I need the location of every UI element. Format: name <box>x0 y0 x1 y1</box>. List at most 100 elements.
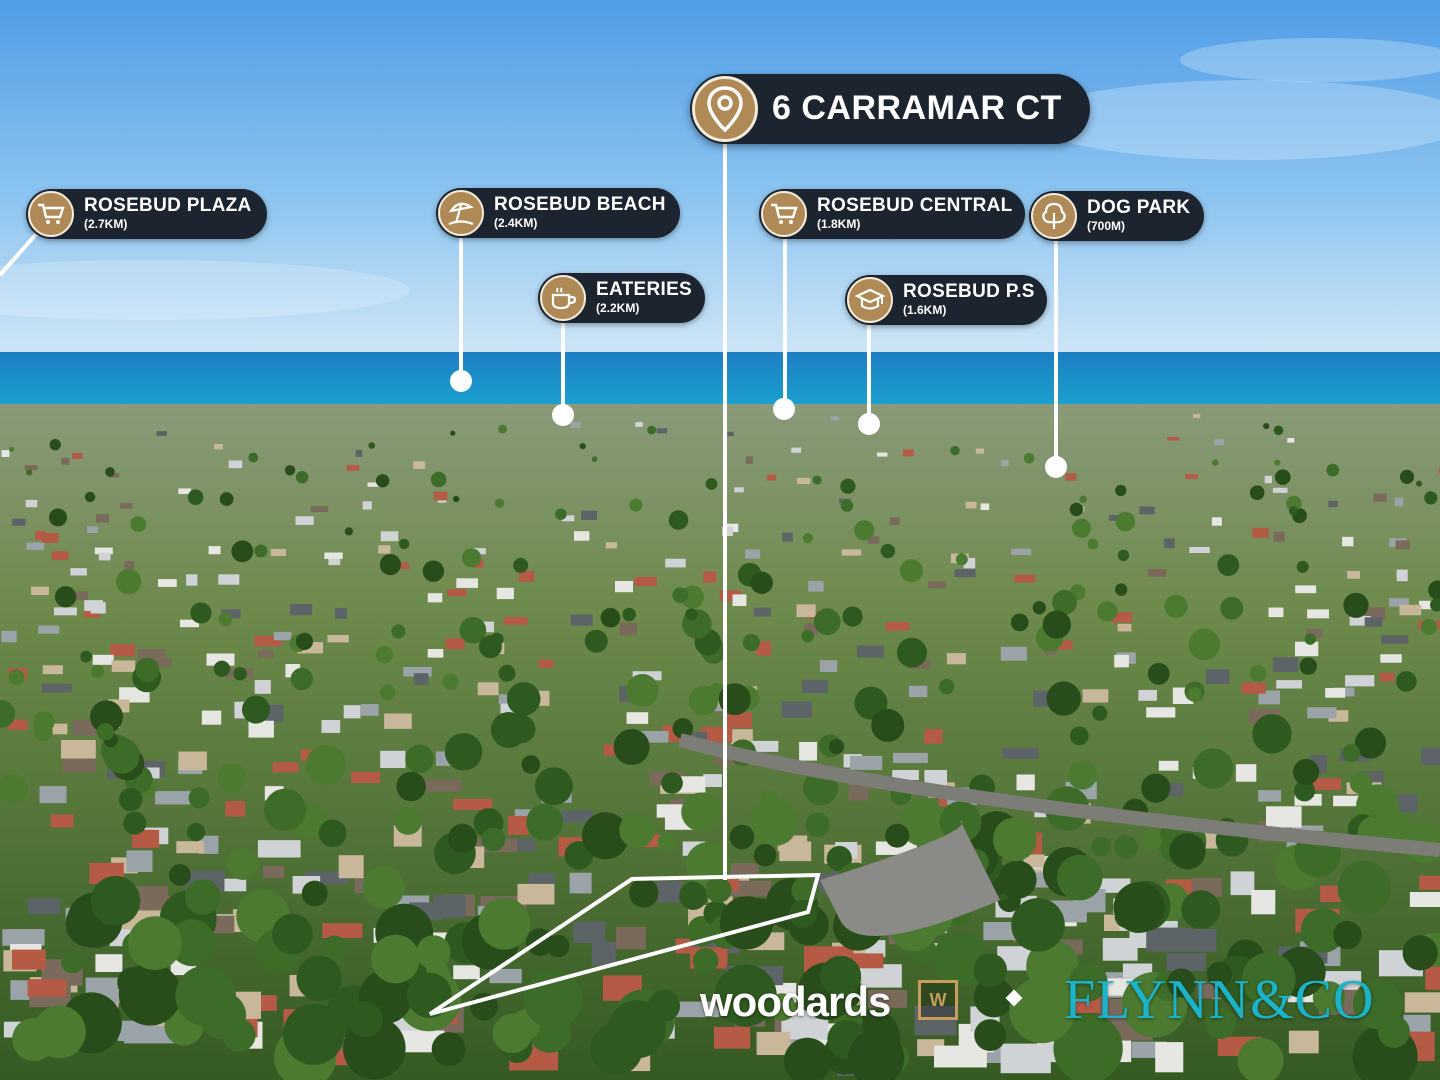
house-roof <box>1306 628 1323 638</box>
house-roof <box>1184 929 1217 952</box>
tree-canopy <box>1312 981 1346 1014</box>
house-roof <box>1288 1030 1319 1054</box>
house-roof <box>24 465 38 471</box>
house-roof <box>734 487 744 493</box>
house-roof <box>156 431 167 436</box>
house-roof <box>445 638 465 650</box>
house-roof <box>61 457 70 465</box>
tree-canopy <box>90 700 123 734</box>
tree-canopy <box>233 667 247 681</box>
house-roof <box>504 617 528 625</box>
house-roof <box>1272 487 1288 493</box>
house-roof <box>819 660 838 672</box>
house-roof <box>605 542 618 549</box>
house-roof <box>756 1031 791 1055</box>
house-roof <box>343 705 361 719</box>
house-roof <box>53 607 77 616</box>
tree-canopy <box>96 723 115 741</box>
house-roof <box>1333 795 1372 807</box>
tree-canopy <box>897 637 927 668</box>
house-roof <box>346 465 360 471</box>
house-roof <box>1016 774 1035 791</box>
tree-canopy <box>1187 687 1202 702</box>
tree-canopy <box>685 608 698 621</box>
house-roof <box>96 514 109 523</box>
house-roof <box>362 501 372 510</box>
house-roof <box>290 604 313 616</box>
house-roof <box>51 551 69 561</box>
tree-canopy <box>283 1003 345 1065</box>
house-roof <box>423 779 462 792</box>
sky <box>0 0 1440 356</box>
house-roof <box>178 488 192 494</box>
house-roof <box>830 416 839 421</box>
house-roof <box>27 898 61 915</box>
tree-canopy <box>584 629 608 653</box>
house-roof <box>84 600 103 611</box>
poi-distance: (2.2KM) <box>596 301 640 315</box>
house-roof <box>635 422 643 427</box>
house-roof <box>1214 439 1224 446</box>
tree-canopy <box>1206 961 1233 988</box>
tree-canopy <box>742 633 761 652</box>
tree-canopy <box>1166 968 1196 998</box>
tree-canopy <box>1092 705 1108 721</box>
tree-canopy <box>1299 657 1318 675</box>
tree-canopy <box>1072 518 1091 538</box>
house-roof <box>42 683 72 693</box>
house-roof <box>447 589 467 597</box>
tree-canopy <box>398 538 410 550</box>
tree-canopy <box>1252 714 1292 754</box>
house-roof <box>1349 616 1371 626</box>
house-roof <box>1328 500 1338 508</box>
poi-name: EATERIES <box>596 279 693 300</box>
house-roof <box>351 771 381 784</box>
house-roof <box>206 653 235 666</box>
tree-canopy <box>1140 829 1162 852</box>
house-roof <box>946 653 966 665</box>
tree-canopy <box>1193 748 1234 789</box>
tree-canopy <box>379 554 401 576</box>
house-roof <box>796 604 816 618</box>
tree-canopy <box>1141 773 1171 803</box>
tree-canopy <box>681 792 720 832</box>
house-roof <box>713 1026 751 1049</box>
house-roof <box>44 723 68 735</box>
house-roof <box>889 517 900 525</box>
tree-canopy <box>1069 962 1108 1002</box>
tree-canopy <box>498 424 507 434</box>
house-roof <box>722 526 733 536</box>
house-roof <box>1205 669 1230 684</box>
house-roof <box>257 840 301 858</box>
tree-canopy <box>761 790 779 808</box>
house-roof <box>1108 515 1118 521</box>
tree-canopy <box>1399 469 1415 484</box>
tree-canopy <box>371 934 420 984</box>
poi-distance: (2.7KM) <box>84 217 128 231</box>
tree-canopy <box>657 833 677 852</box>
house-roof <box>1342 536 1354 547</box>
tree-canopy <box>119 787 143 812</box>
house-roof <box>94 547 113 555</box>
house-roof <box>538 659 554 668</box>
tree-canopy <box>939 678 955 695</box>
tree-canopy <box>321 935 348 962</box>
house-roof <box>254 680 271 694</box>
tree-canopy <box>80 650 93 663</box>
house-roof <box>841 549 862 556</box>
house-roof <box>273 631 292 641</box>
tree-canopy <box>442 673 459 691</box>
house-roof <box>779 841 812 862</box>
house-roof <box>1011 548 1031 555</box>
tree-canopy <box>1343 592 1369 618</box>
poi-rosebud-plaza: ROSEBUD PLAZA (2.7KM) <box>26 189 267 239</box>
house-roof <box>1409 892 1440 907</box>
house-roof <box>626 712 649 724</box>
tree-canopy <box>871 708 905 742</box>
tree-canopy <box>127 916 182 971</box>
tree-canopy <box>1056 854 1103 901</box>
house-roof <box>367 482 384 487</box>
tree-canopy <box>1211 459 1219 467</box>
house-roof <box>856 964 902 988</box>
